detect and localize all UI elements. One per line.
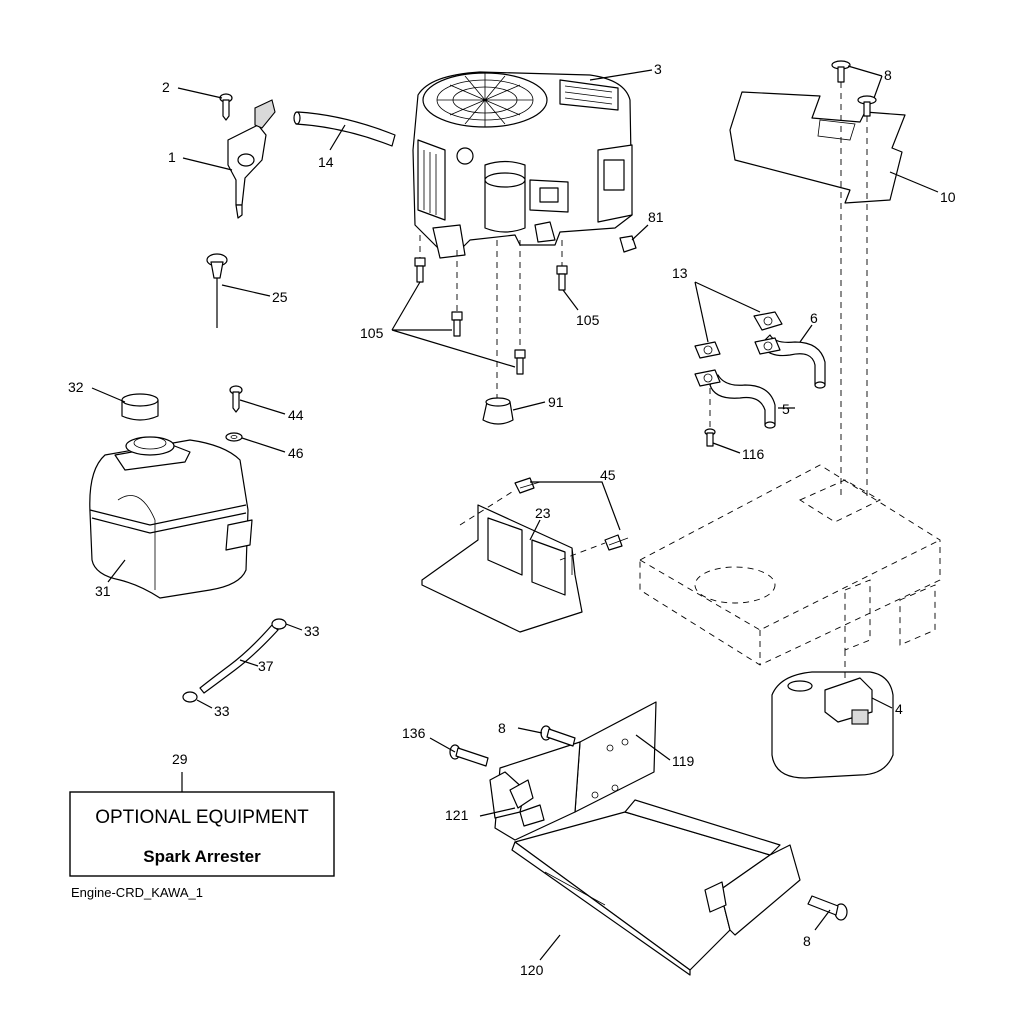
muffler-4 [771,671,894,779]
fuel-cap-32 [121,393,159,421]
engine [412,71,633,259]
callout-3: 3 [654,61,662,77]
callout-14: 14 [318,154,334,170]
callout-29: 29 [172,751,188,767]
callout-105-right: 105 [576,312,600,328]
callout-13: 13 [672,265,688,281]
optional-equipment-title: OPTIONAL EQUIPMENT [95,807,309,828]
bracket-119 [489,701,657,841]
bolt-8-bottom [807,895,848,921]
callout-121: 121 [445,807,469,823]
callout-2: 2 [162,79,170,95]
callout-91: 91 [548,394,564,410]
bracket-121 [509,779,545,827]
callout-46: 46 [288,445,304,461]
diagram-reference: Engine-CRD_KAWA_1 [71,885,203,900]
callout-6: 6 [810,310,818,326]
callout-81: 81 [648,209,664,225]
bolt-45-b [604,534,629,551]
clamp-33-bottom [182,691,198,703]
screw-44 [229,385,243,413]
callout-8-middle: 8 [498,720,506,736]
callout-10: 10 [940,189,956,205]
tray-120 [511,799,801,976]
spacer-91 [482,397,514,425]
callout-25: 25 [272,289,288,305]
callout-45: 45 [600,467,616,483]
gasket-13-d [694,369,721,387]
washer-46 [225,432,243,442]
callout-31: 31 [95,583,111,599]
hose-14 [293,111,396,147]
bolt-8-top-a [831,60,851,83]
bolt-8-mid [540,725,576,747]
callout-8-top: 8 [884,67,892,83]
bolt-116 [704,428,716,447]
fuel-tank-31 [89,436,253,599]
bolt-8-top-b [857,95,877,117]
callout-105-left: 105 [360,325,384,341]
optional-equipment-box [69,791,335,877]
clamp-33-top [271,618,287,630]
frame-outline [639,464,941,666]
bolt-105-group [414,257,568,375]
callout-4: 4 [895,701,903,717]
throttle-control-1 [227,99,276,219]
gasket-13-c [754,337,781,355]
callout-44: 44 [288,407,304,423]
callout-37: 37 [258,658,274,674]
bolt-45-a [514,477,541,494]
callout-33-top: 33 [304,623,320,639]
gasket-13-b [694,341,721,359]
gasket-13-a [753,311,783,331]
callout-5: 5 [782,401,790,417]
callout-23: 23 [535,505,551,521]
optional-equipment-item: Spark Arrester [143,847,261,866]
exhaust-pipe-5 [709,374,776,429]
callout-136: 136 [402,725,426,741]
dipstick-25 [206,253,228,328]
bolt-136 [449,744,489,767]
callout-8-bottom: 8 [803,933,811,949]
callout-120: 120 [520,962,544,978]
callout-1: 1 [168,149,176,165]
callout-116: 116 [742,446,765,462]
fuel-line-37 [199,624,279,694]
callout-33-bottom: 33 [214,703,230,719]
heat-shield-10 [729,91,906,204]
callout-32: 32 [68,379,84,395]
bracket-23 [421,504,583,633]
callout-119: 119 [672,753,695,769]
